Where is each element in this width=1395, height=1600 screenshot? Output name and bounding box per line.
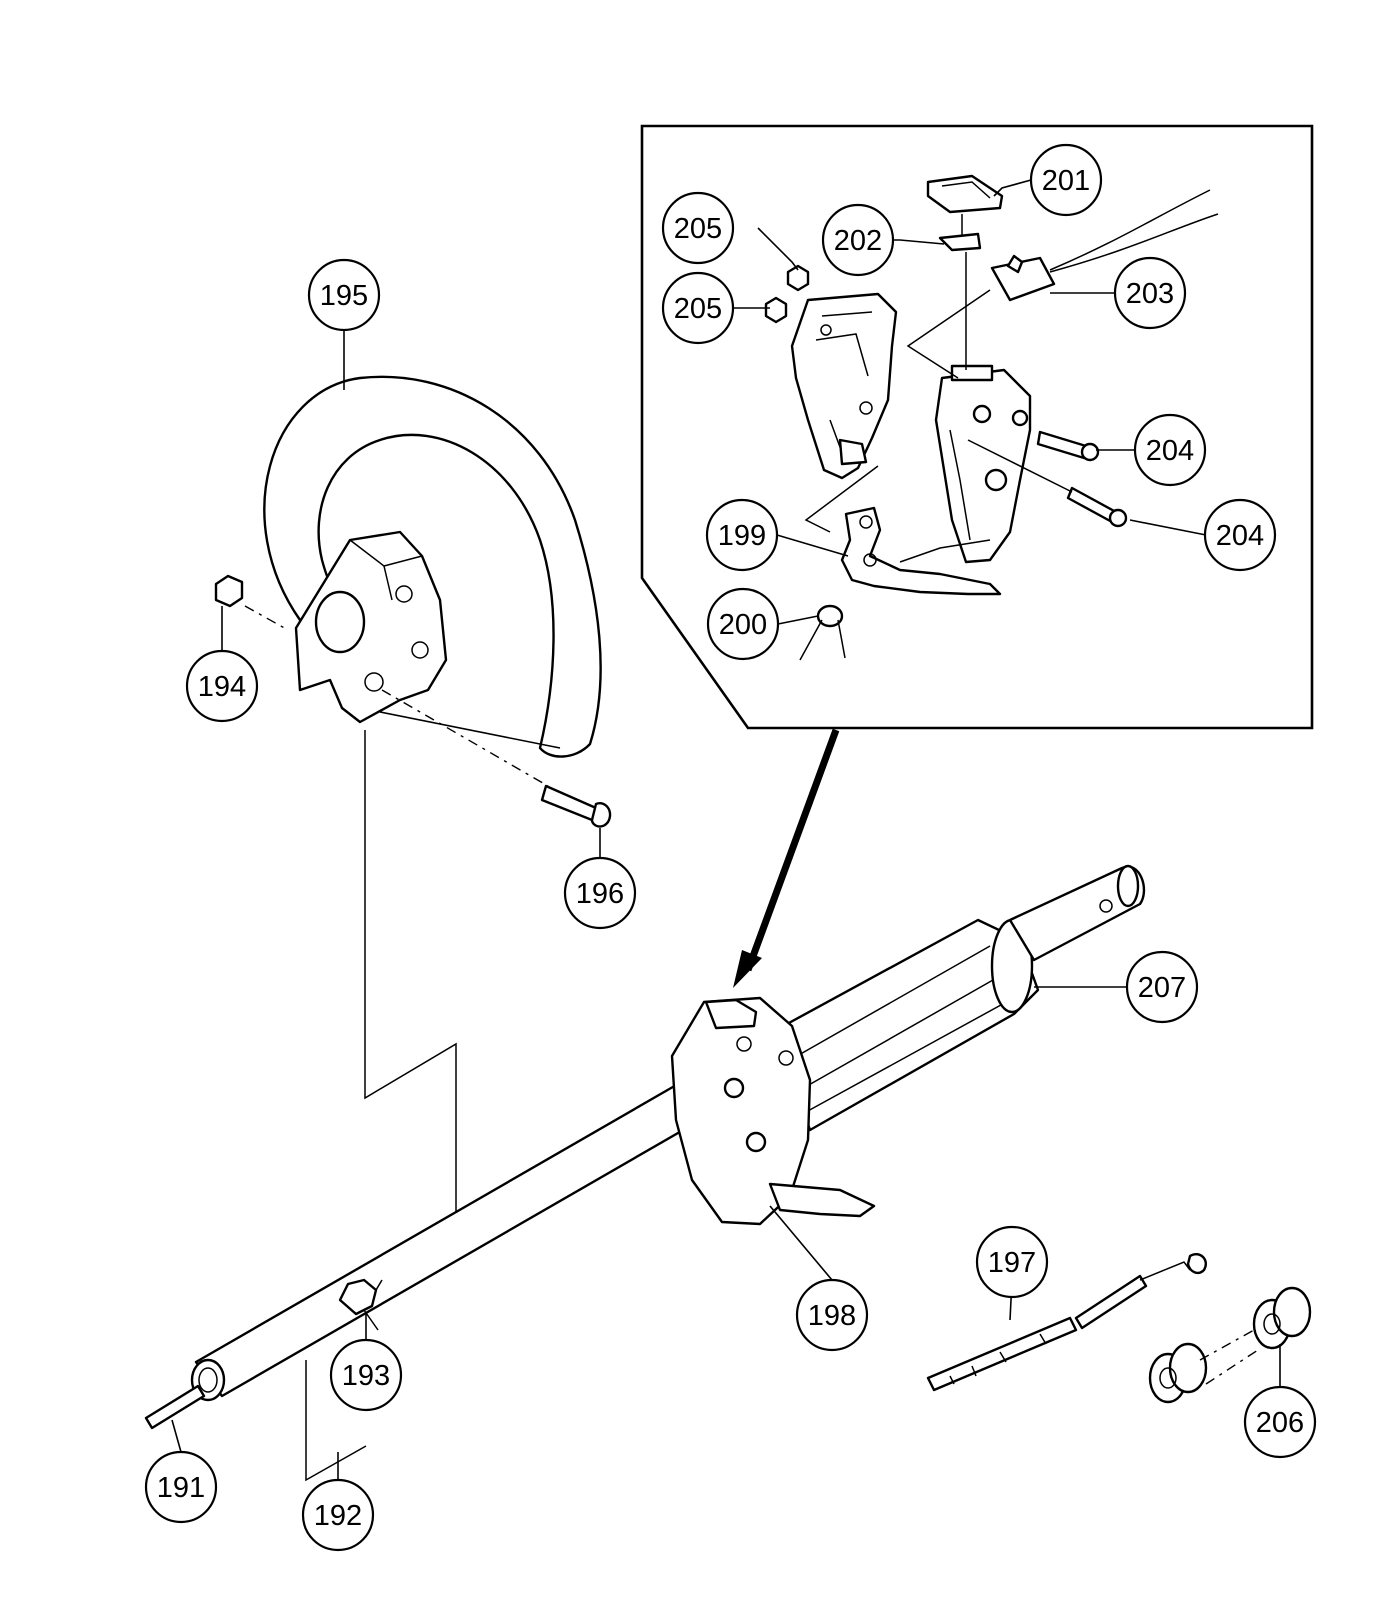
throttle-trigger xyxy=(840,506,1002,596)
callout-204-upper-label: 204 xyxy=(1146,435,1194,467)
callout-191: 191 xyxy=(144,1450,218,1524)
callout-196: 196 xyxy=(563,856,637,930)
callout-205-lower-label: 205 xyxy=(674,293,722,325)
bushings-206 xyxy=(1148,1286,1312,1404)
callout-192-label: 192 xyxy=(314,1500,362,1532)
callout-205-upper-label: 205 xyxy=(674,213,722,245)
callout-195-label: 195 xyxy=(320,280,368,312)
callout-207: 207 xyxy=(1125,950,1199,1024)
callout-193-label: 193 xyxy=(342,1360,390,1392)
callout-207-label: 207 xyxy=(1138,972,1186,1004)
bolt-196 xyxy=(540,784,612,828)
left-handle-half xyxy=(790,292,898,480)
callout-200: 200 xyxy=(706,587,780,661)
callout-204-lower: 204 xyxy=(1203,498,1277,572)
callout-193: 193 xyxy=(329,1338,403,1412)
switch-wire xyxy=(990,189,1219,302)
switch-plate xyxy=(938,232,982,252)
inset-assembly-lines xyxy=(804,214,1073,533)
switch-cover xyxy=(926,174,1004,214)
callout-203: 203 xyxy=(1113,256,1187,330)
leader-lines xyxy=(171,179,1281,1480)
callout-198: 198 xyxy=(795,1278,869,1352)
right-handle-half xyxy=(934,364,1032,564)
callout-200-label: 200 xyxy=(719,609,767,641)
nut-194 xyxy=(214,574,244,608)
callout-199-label: 199 xyxy=(718,520,766,552)
callout-203-label: 203 xyxy=(1126,278,1174,310)
callout-204-upper: 204 xyxy=(1133,413,1207,487)
callout-198-label: 198 xyxy=(808,1300,856,1332)
rear-grip-207 xyxy=(774,864,1146,1132)
callout-197-label: 197 xyxy=(988,1247,1036,1279)
callout-202: 202 xyxy=(821,203,895,277)
callout-206: 206 xyxy=(1243,1385,1317,1459)
callout-204-lower-label: 204 xyxy=(1216,520,1264,552)
throttle-housing-198 xyxy=(670,996,876,1226)
callout-206-label: 206 xyxy=(1256,1407,1304,1439)
callout-194: 194 xyxy=(185,649,259,723)
callout-195: 195 xyxy=(307,258,381,332)
callout-197: 197 xyxy=(975,1225,1049,1299)
inset-screws-nuts xyxy=(764,264,1128,528)
callout-191-label: 191 xyxy=(157,1472,205,1504)
callout-205-upper: 205 xyxy=(661,191,735,265)
inner-drive-shaft-197 xyxy=(926,1253,1207,1392)
callout-199: 199 xyxy=(705,498,779,572)
front-loop-handle xyxy=(263,375,602,758)
callout-205-lower: 205 xyxy=(661,271,735,345)
callout-202-label: 202 xyxy=(834,225,882,257)
shaft-tube xyxy=(144,1082,706,1430)
callout-192: 192 xyxy=(301,1478,375,1552)
callout-194-label: 194 xyxy=(198,671,246,703)
callout-201-label: 201 xyxy=(1042,165,1090,197)
callout-201: 201 xyxy=(1029,143,1103,217)
callout-196-label: 196 xyxy=(576,878,624,910)
